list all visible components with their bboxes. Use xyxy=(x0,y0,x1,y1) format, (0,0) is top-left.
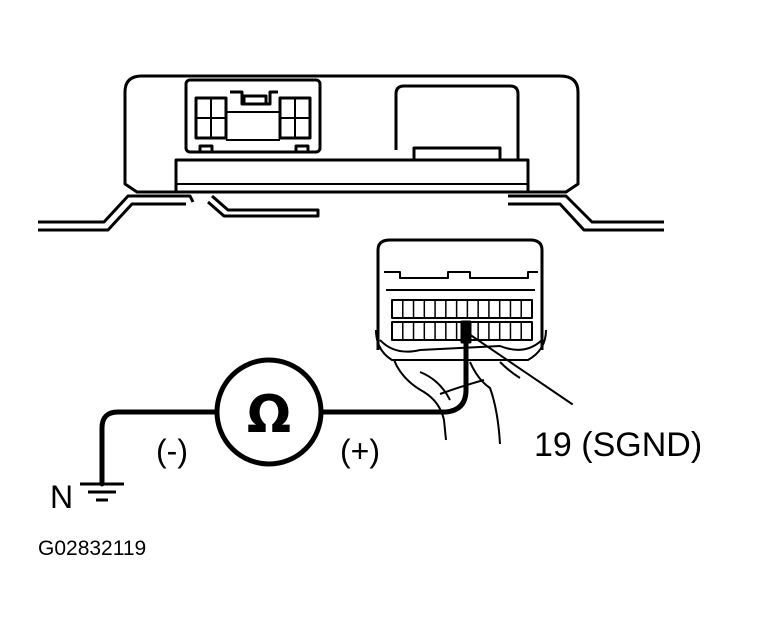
pin-label: 19 (SGND) xyxy=(534,426,702,464)
meter-symbol: Ω xyxy=(247,385,291,445)
test-leads xyxy=(99,320,573,487)
harness-connector xyxy=(375,238,547,445)
positive-terminal-label: (+) xyxy=(340,433,380,469)
ground-label: N xyxy=(50,479,73,515)
ground-symbol-icon xyxy=(80,482,124,502)
negative-terminal-label: (-) xyxy=(156,433,188,469)
ohmmeter-icon: Ω xyxy=(214,357,324,467)
figure-code: G02832119 xyxy=(38,537,146,560)
ecu-module xyxy=(38,74,664,232)
